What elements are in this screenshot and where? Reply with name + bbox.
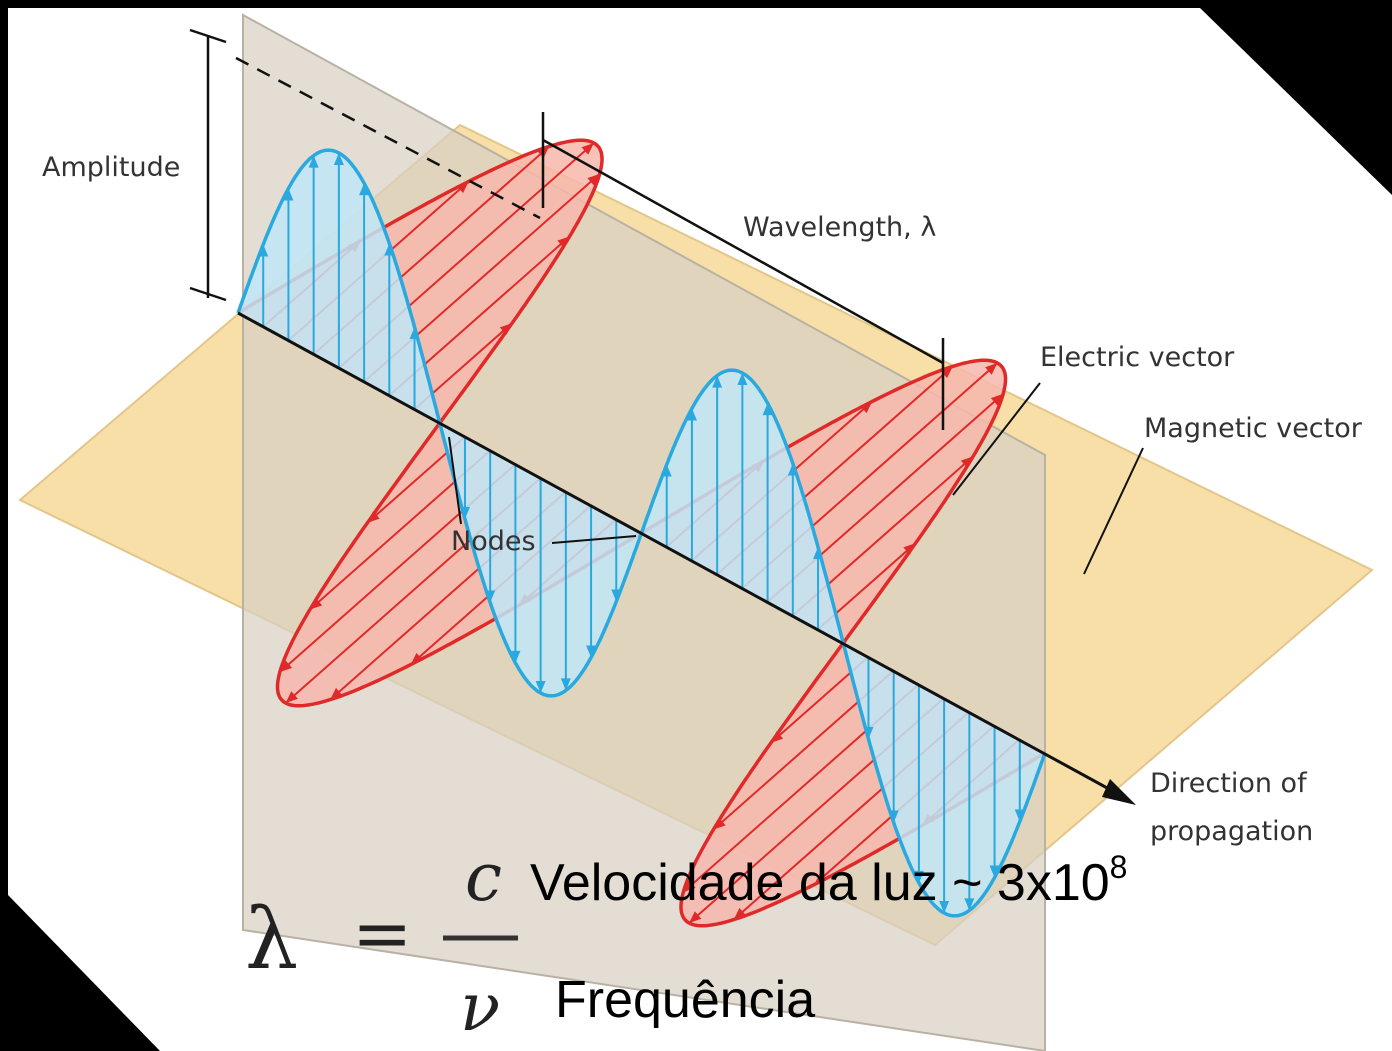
amplitude-label: Amplitude: [42, 152, 180, 183]
electric-vector-label: Electric vector: [1040, 342, 1235, 373]
nodes-label: Nodes: [451, 526, 536, 557]
formula-numerator: c: [465, 839, 502, 916]
speed-exponent: 8: [1110, 849, 1128, 885]
formula-lambda: λ: [245, 890, 298, 988]
formula-denominator: ν: [460, 969, 500, 1046]
formula-equals: =: [352, 891, 412, 975]
direction-label-line1: Direction of: [1150, 768, 1308, 799]
wavelength-label: Wavelength, λ: [743, 212, 936, 243]
magnetic-vector-label: Magnetic vector: [1144, 413, 1363, 444]
frequency-label: Frequência: [555, 971, 815, 1029]
speed-of-light-label: Velocidade da luz ~ 3x108: [530, 849, 1127, 912]
direction-label-line2: propagation: [1150, 816, 1313, 847]
